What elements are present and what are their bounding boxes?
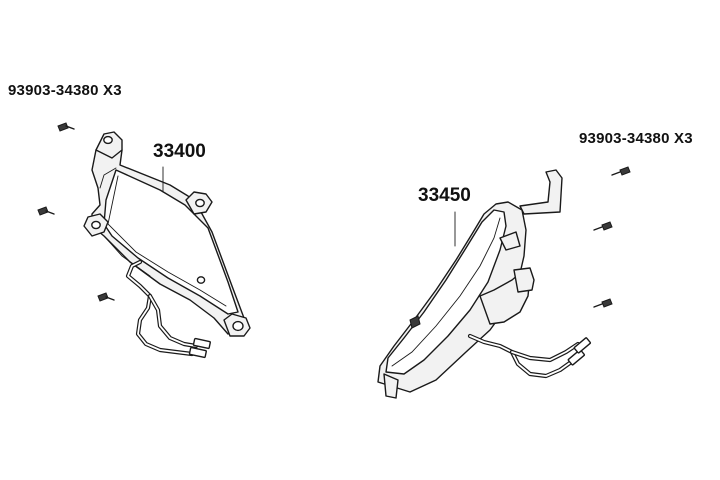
part-number-33400: 33400 xyxy=(153,141,206,162)
screw-part-number-right: 93903-34380 X3 xyxy=(579,130,693,147)
screw-right-2 xyxy=(593,221,613,231)
part-number-33450: 33450 xyxy=(418,185,471,206)
screw-left-1 xyxy=(57,122,75,132)
screw-right-3 xyxy=(593,298,613,308)
right-side-cover-assembly xyxy=(377,169,591,399)
screw-right-1 xyxy=(611,166,631,176)
screw-left-2 xyxy=(37,206,55,216)
screw-part-number-left: 93903-34380 X3 xyxy=(8,82,122,99)
screw-left-3 xyxy=(97,292,115,302)
left-side-cover-assembly xyxy=(83,131,251,359)
